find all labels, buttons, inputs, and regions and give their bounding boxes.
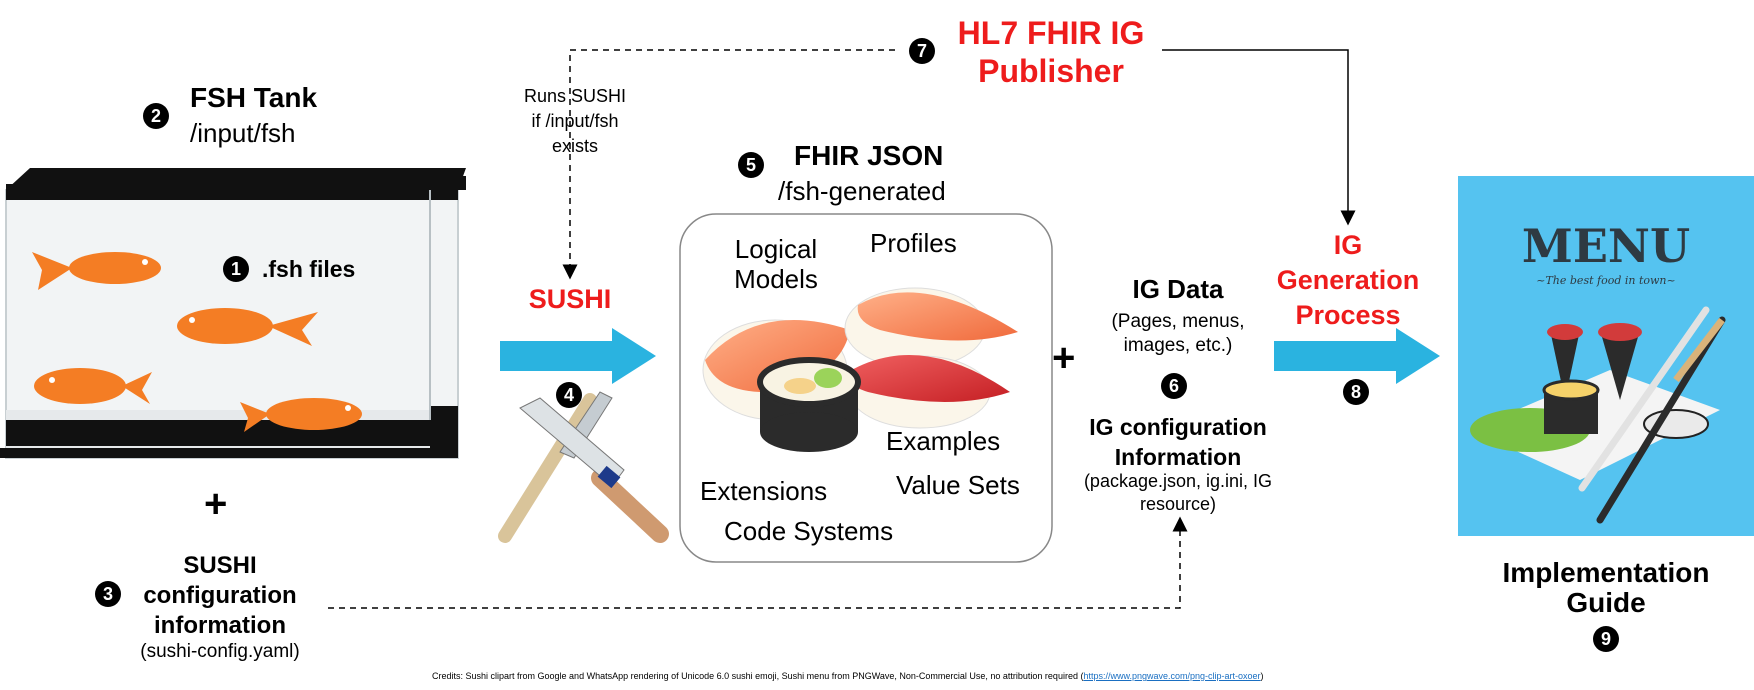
step-2-badge: 2: [143, 103, 169, 129]
sushi-menu-icon: MENU ~The best food in town~: [1458, 176, 1754, 536]
step-6-badge: 6: [1161, 373, 1187, 399]
ig-generation-line1: IG: [1333, 230, 1363, 260]
runs-sushi-line1: Runs SUSHI: [523, 86, 627, 106]
sushi-config-line2: configuration: [143, 582, 297, 609]
step-8-badge: 8: [1343, 379, 1369, 405]
credits: Credits: Sushi clipart from Google and W…: [432, 671, 1264, 681]
menu-title: MENU: [1522, 219, 1690, 273]
sushi-config-title: SUSHI configuration information: [120, 551, 320, 641]
ig-generation-arrow: [1274, 328, 1440, 384]
step-4-badge: 4: [556, 382, 582, 408]
ig-generation-title: IG Generation Process: [1268, 228, 1428, 333]
knives-icon: [498, 391, 669, 543]
publisher-to-sushi-dashed-line: [562, 49, 895, 280]
step-3-badge: 3: [95, 581, 121, 607]
menu-subtitle: ~The best food in town~: [1536, 274, 1675, 287]
implementation-guide-title: Implementation Guide: [1476, 558, 1736, 618]
publisher-title-text: HL7 FHIR IG Publisher: [957, 15, 1145, 89]
plus-sign-tank: +: [204, 482, 228, 526]
logical-models-line1: Logical: [734, 234, 818, 264]
value-sets-label: Value Sets: [896, 470, 1020, 500]
fsh-tank-title: FSH Tank: [190, 82, 318, 113]
credits-text: Credits: Sushi clipart from Google and W…: [432, 671, 1084, 681]
runs-sushi-note: Runs SUSHI if /input/fsh exists: [500, 84, 650, 159]
fhir-json-title: FHIR JSON: [794, 140, 944, 171]
fsh-files-label: .fsh files: [262, 256, 356, 282]
logical-models-label: Logical Models: [716, 234, 836, 294]
publisher-title: HL7 FHIR IG Publisher: [940, 14, 1162, 90]
runs-sushi-line2: if /input/fsh: [531, 111, 619, 131]
fsh-tank-path: /input/fsh: [190, 118, 296, 148]
publisher-to-ig-generation-line: [1162, 49, 1356, 226]
sushi-config-line3: information: [154, 612, 286, 639]
goldfish-icon: [32, 252, 362, 432]
ig-config-detail1: (package.json, ig.ini, IG: [1083, 471, 1273, 491]
sushi-icon: [702, 287, 1018, 452]
sushi-config-file: (sushi-config.yaml): [140, 641, 300, 662]
step-1-badge: 1: [223, 256, 249, 282]
fish-tank-icon: [0, 168, 466, 459]
profiles-label: Profiles: [870, 228, 957, 258]
ig-config-detail: (package.json, ig.ini, IG resource): [1070, 470, 1286, 516]
fhir-json-path: /fsh-generated: [778, 176, 946, 206]
implementation-guide-line2: Guide: [1566, 587, 1646, 618]
ig-generation-line3: Process: [1295, 300, 1401, 330]
ig-data-detail: (Pages, menus, images, etc.): [1090, 310, 1266, 358]
step-9-badge: 9: [1593, 626, 1619, 652]
sushi-label: SUSHI: [528, 284, 612, 314]
sushi-arrow: [500, 328, 656, 384]
ig-generation-line2: Generation: [1276, 265, 1420, 295]
ig-config-title: IG configuration Information: [1070, 412, 1286, 472]
credits-link[interactable]: https://www.pngwave.com/png-clip-art-oxo…: [1083, 671, 1261, 681]
implementation-guide-line1: Implementation: [1502, 557, 1710, 588]
code-systems-label: Code Systems: [724, 516, 894, 546]
logical-models-line2: Models: [734, 264, 818, 294]
examples-label: Examples: [886, 426, 1001, 456]
credits-close: ): [1260, 671, 1264, 681]
plus-sign-ig: +: [1052, 336, 1076, 380]
ig-data-line2: images, etc.): [1123, 335, 1233, 356]
step-7-badge: 7: [909, 38, 935, 64]
ig-config-line2: Information: [1114, 444, 1242, 470]
ig-data-line1: (Pages, menus,: [1111, 311, 1245, 332]
ig-data-title: IG Data: [1132, 274, 1224, 304]
ig-config-line1: IG configuration: [1089, 414, 1267, 440]
sushi-config-line1: SUSHI: [183, 552, 257, 579]
runs-sushi-line3: exists: [551, 136, 598, 156]
extensions-label: Extensions: [700, 476, 828, 506]
step-5-badge: 5: [738, 152, 764, 178]
ig-config-detail2: resource): [1139, 494, 1217, 514]
sushi-config-to-ig-config-dashed-line: [328, 516, 1188, 609]
